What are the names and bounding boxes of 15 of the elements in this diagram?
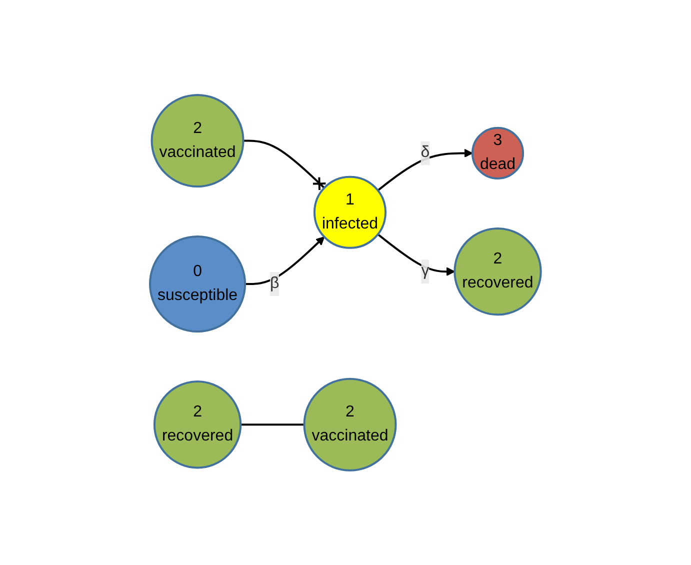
arrow [377,148,473,192]
node-circle: 2 vaccinated [150,94,244,188]
node-circle: 2 recovered [154,380,242,469]
edge-label: γ [421,262,430,280]
node-circle: 2 recovered [454,227,542,316]
edge-label: β [270,274,280,292]
node-circle: 1 infected [314,176,387,249]
arrow [245,236,325,285]
connector [240,423,304,426]
node-circle: 0 susceptible [149,235,246,332]
arrow [377,233,456,276]
node-circle: 3 dead [472,126,524,180]
node-circle: 2 vaccinated [303,378,397,472]
connector [243,140,327,191]
edge-label: δ [420,144,430,162]
